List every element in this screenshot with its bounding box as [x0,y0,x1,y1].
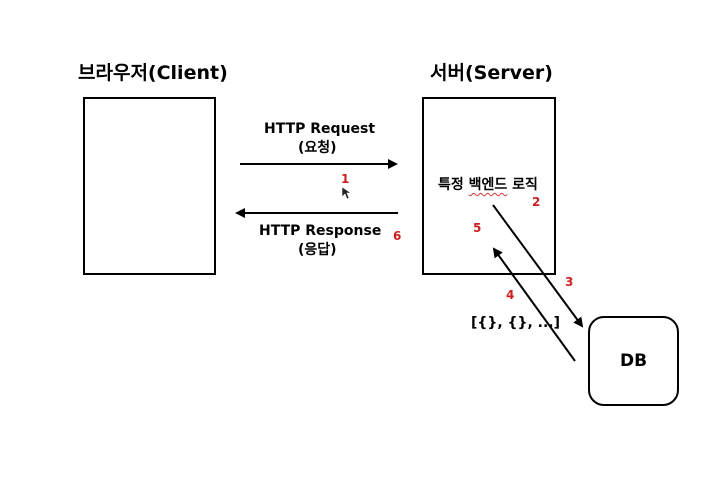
server-box [422,97,556,275]
step-5: 5 [473,221,482,235]
result-arrow [492,247,576,362]
response-sublabel: (응답) [298,242,337,258]
step-3: 3 [565,275,574,289]
step-4: 4 [506,288,515,302]
backend-logic-suffix: 로직 [507,177,538,193]
request-sublabel: (요청) [298,140,337,156]
payload-label: [{}, {}, ...] [471,315,561,331]
backend-logic-prefix: 특정 [438,177,469,193]
step-2: 2 [532,195,541,209]
request-label: HTTP Request [264,121,376,137]
query-arrow [492,204,584,328]
client-box [83,97,216,275]
db-label: DB [619,351,648,371]
response-label: HTTP Response [259,223,382,239]
step-1: 1 [341,172,350,186]
server-title: 서버(Server) [430,62,553,84]
backend-logic-word: 백엔드 [468,177,508,193]
step-6: 6 [393,229,402,243]
backend-logic-label: 특정 백엔드 로직 [438,178,538,192]
cursor-icon [341,186,352,200]
client-title: 브라우저(Client) [78,62,228,84]
db-box: DB [588,316,679,406]
